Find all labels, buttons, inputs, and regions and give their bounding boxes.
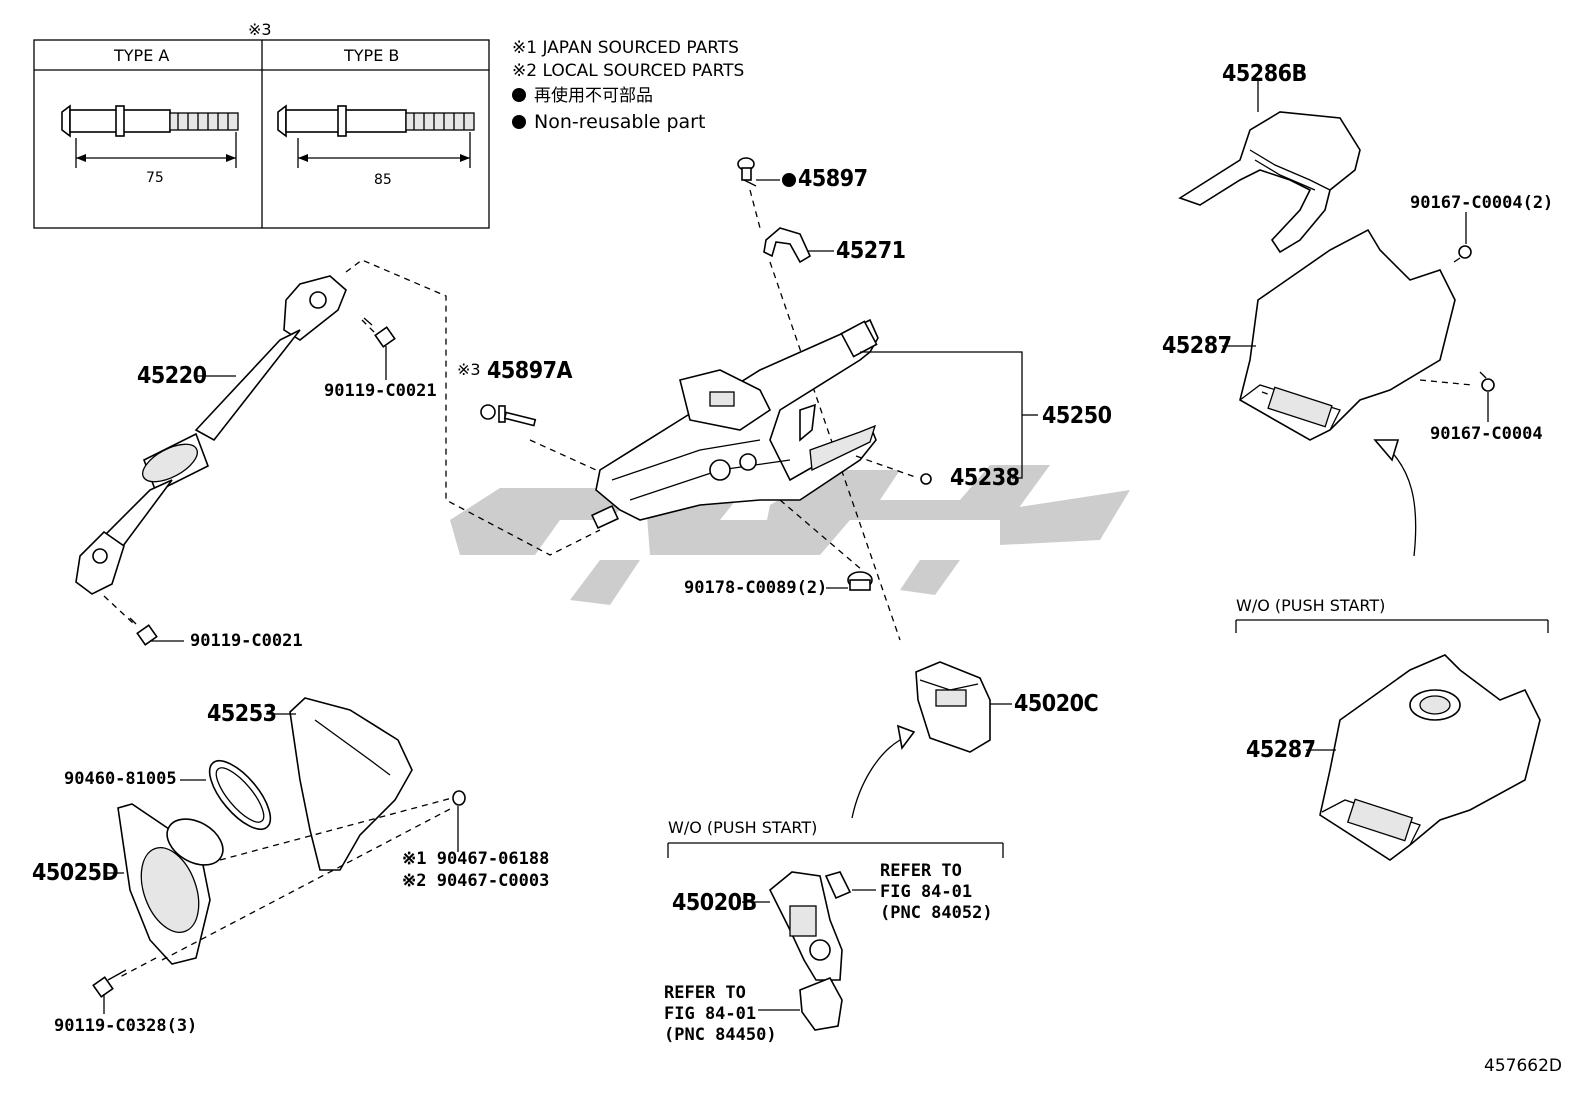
note-non-reusable-en-text: Non-reusable part xyxy=(534,111,706,133)
boot-45025D-drawing xyxy=(117,803,224,965)
note-non-reusable-jp: 再使用不可部品 xyxy=(512,88,653,105)
label-90119-C0021-top: 90119-C0021 xyxy=(324,381,437,401)
label-90167-C0004: 90167-C0004 xyxy=(1430,424,1543,444)
ignition-housing-45020C-drawing xyxy=(915,661,991,753)
callout-bracket-45250 xyxy=(860,351,1038,479)
bolt-45897A-drawing xyxy=(480,404,537,427)
screw-90167-upper-drawing xyxy=(1453,245,1472,263)
label-45897A-marker: ※3 xyxy=(457,360,481,379)
label-45020B: 45020B xyxy=(672,890,757,916)
bolt-90119-top-drawing xyxy=(363,317,396,348)
wo-push-start-center-bracket xyxy=(667,842,1004,858)
lower-column-cover-drawing xyxy=(1239,228,1456,441)
nut-45238-drawing xyxy=(920,473,932,485)
leader-lines xyxy=(103,78,1489,1014)
label-90119-C0328-3: 90119-C0328(3) xyxy=(54,1016,198,1036)
label-90119-C0021-bottom: 90119-C0021 xyxy=(190,631,303,651)
screw-90167-lower-drawing xyxy=(1479,371,1495,392)
label-45220: 45220 xyxy=(137,363,207,389)
label-90167-C0004-2: 90167-C0004(2) xyxy=(1410,193,1554,213)
screw-90119-C0328-drawing xyxy=(92,969,127,998)
section-wo-push-start-right: W/O (PUSH START) xyxy=(1236,596,1386,615)
label-45287-lower: 45287 xyxy=(1246,737,1316,763)
clip-90467-drawing xyxy=(452,790,466,806)
nut-90178-drawing xyxy=(847,571,873,591)
label-45025D: 45025D xyxy=(32,860,119,886)
switch-84450-drawing xyxy=(799,976,843,1031)
diagram-id: 457662D xyxy=(1484,1056,1562,1076)
curved-arrow-center-icon xyxy=(851,724,916,819)
type-a-dimension: 75 xyxy=(146,170,164,186)
label-45020C: 45020C xyxy=(1014,691,1099,717)
note-non-reusable-jp-text: 再使用不可部品 xyxy=(534,86,653,106)
type-a-header: TYPE A xyxy=(114,46,170,65)
note-non-reusable-en: Non-reusable part xyxy=(512,113,705,132)
label-45238: 45238 xyxy=(950,465,1020,491)
type-b-header: TYPE B xyxy=(344,46,400,65)
lock-cylinder-45020B-drawing xyxy=(768,871,843,981)
section-wo-push-start-center: W/O (PUSH START) xyxy=(668,818,818,837)
label-45253: 45253 xyxy=(207,701,277,727)
seal-90460-drawing xyxy=(208,760,272,830)
reference-pnc-84450: REFER TO FIG 84-01 (PNC 84450) xyxy=(664,983,777,1045)
curved-arrow-icon xyxy=(1373,439,1417,557)
label-90467-C0003: ※2 90467-C0003 xyxy=(402,871,550,891)
label-45897: 45897 xyxy=(782,168,868,191)
filled-circle-icon xyxy=(782,173,796,187)
label-90460-81005: 90460-81005 xyxy=(64,769,177,789)
bolt-type-table xyxy=(33,39,490,229)
label-90178-C0089-2: 90178-C0089(2) xyxy=(684,578,828,598)
label-45897A: 45897A xyxy=(487,358,573,384)
bracket-45271-drawing xyxy=(763,227,812,264)
watermark-logo xyxy=(450,465,1130,605)
switch-84052-drawing xyxy=(824,871,852,900)
legend-marker: ※3 xyxy=(248,20,272,39)
label-45897-text: 45897 xyxy=(798,166,868,192)
label-45271: 45271 xyxy=(836,238,906,264)
label-45286B: 45286B xyxy=(1222,61,1307,87)
intermediate-shaft-drawing xyxy=(75,275,347,595)
column-hole-cover-drawing xyxy=(289,697,413,871)
label-45250: 45250 xyxy=(1042,403,1112,429)
bolt-type-b-drawing xyxy=(277,104,475,168)
reference-pnc-84052: REFER TO FIG 84-01 (PNC 84052) xyxy=(880,861,993,923)
type-b-dimension: 85 xyxy=(374,172,392,188)
filled-circle-icon xyxy=(512,88,526,102)
bolt-45897-drawing xyxy=(737,157,757,187)
bolt-type-a-drawing xyxy=(61,104,239,168)
upper-column-cover-drawing xyxy=(1178,111,1361,254)
note-japan-sourced: ※1 JAPAN SOURCED PARTS xyxy=(512,38,739,58)
lower-column-cover-wo-push-drawing xyxy=(1319,654,1541,861)
steering-column-drawing xyxy=(591,318,879,530)
label-45287-upper: 45287 xyxy=(1162,333,1232,359)
note-local-sourced: ※2 LOCAL SOURCED PARTS xyxy=(512,61,745,81)
label-90467-06188: ※1 90467-06188 xyxy=(402,849,550,869)
filled-circle-icon xyxy=(512,115,526,129)
wo-push-start-right-bracket xyxy=(1235,619,1549,633)
